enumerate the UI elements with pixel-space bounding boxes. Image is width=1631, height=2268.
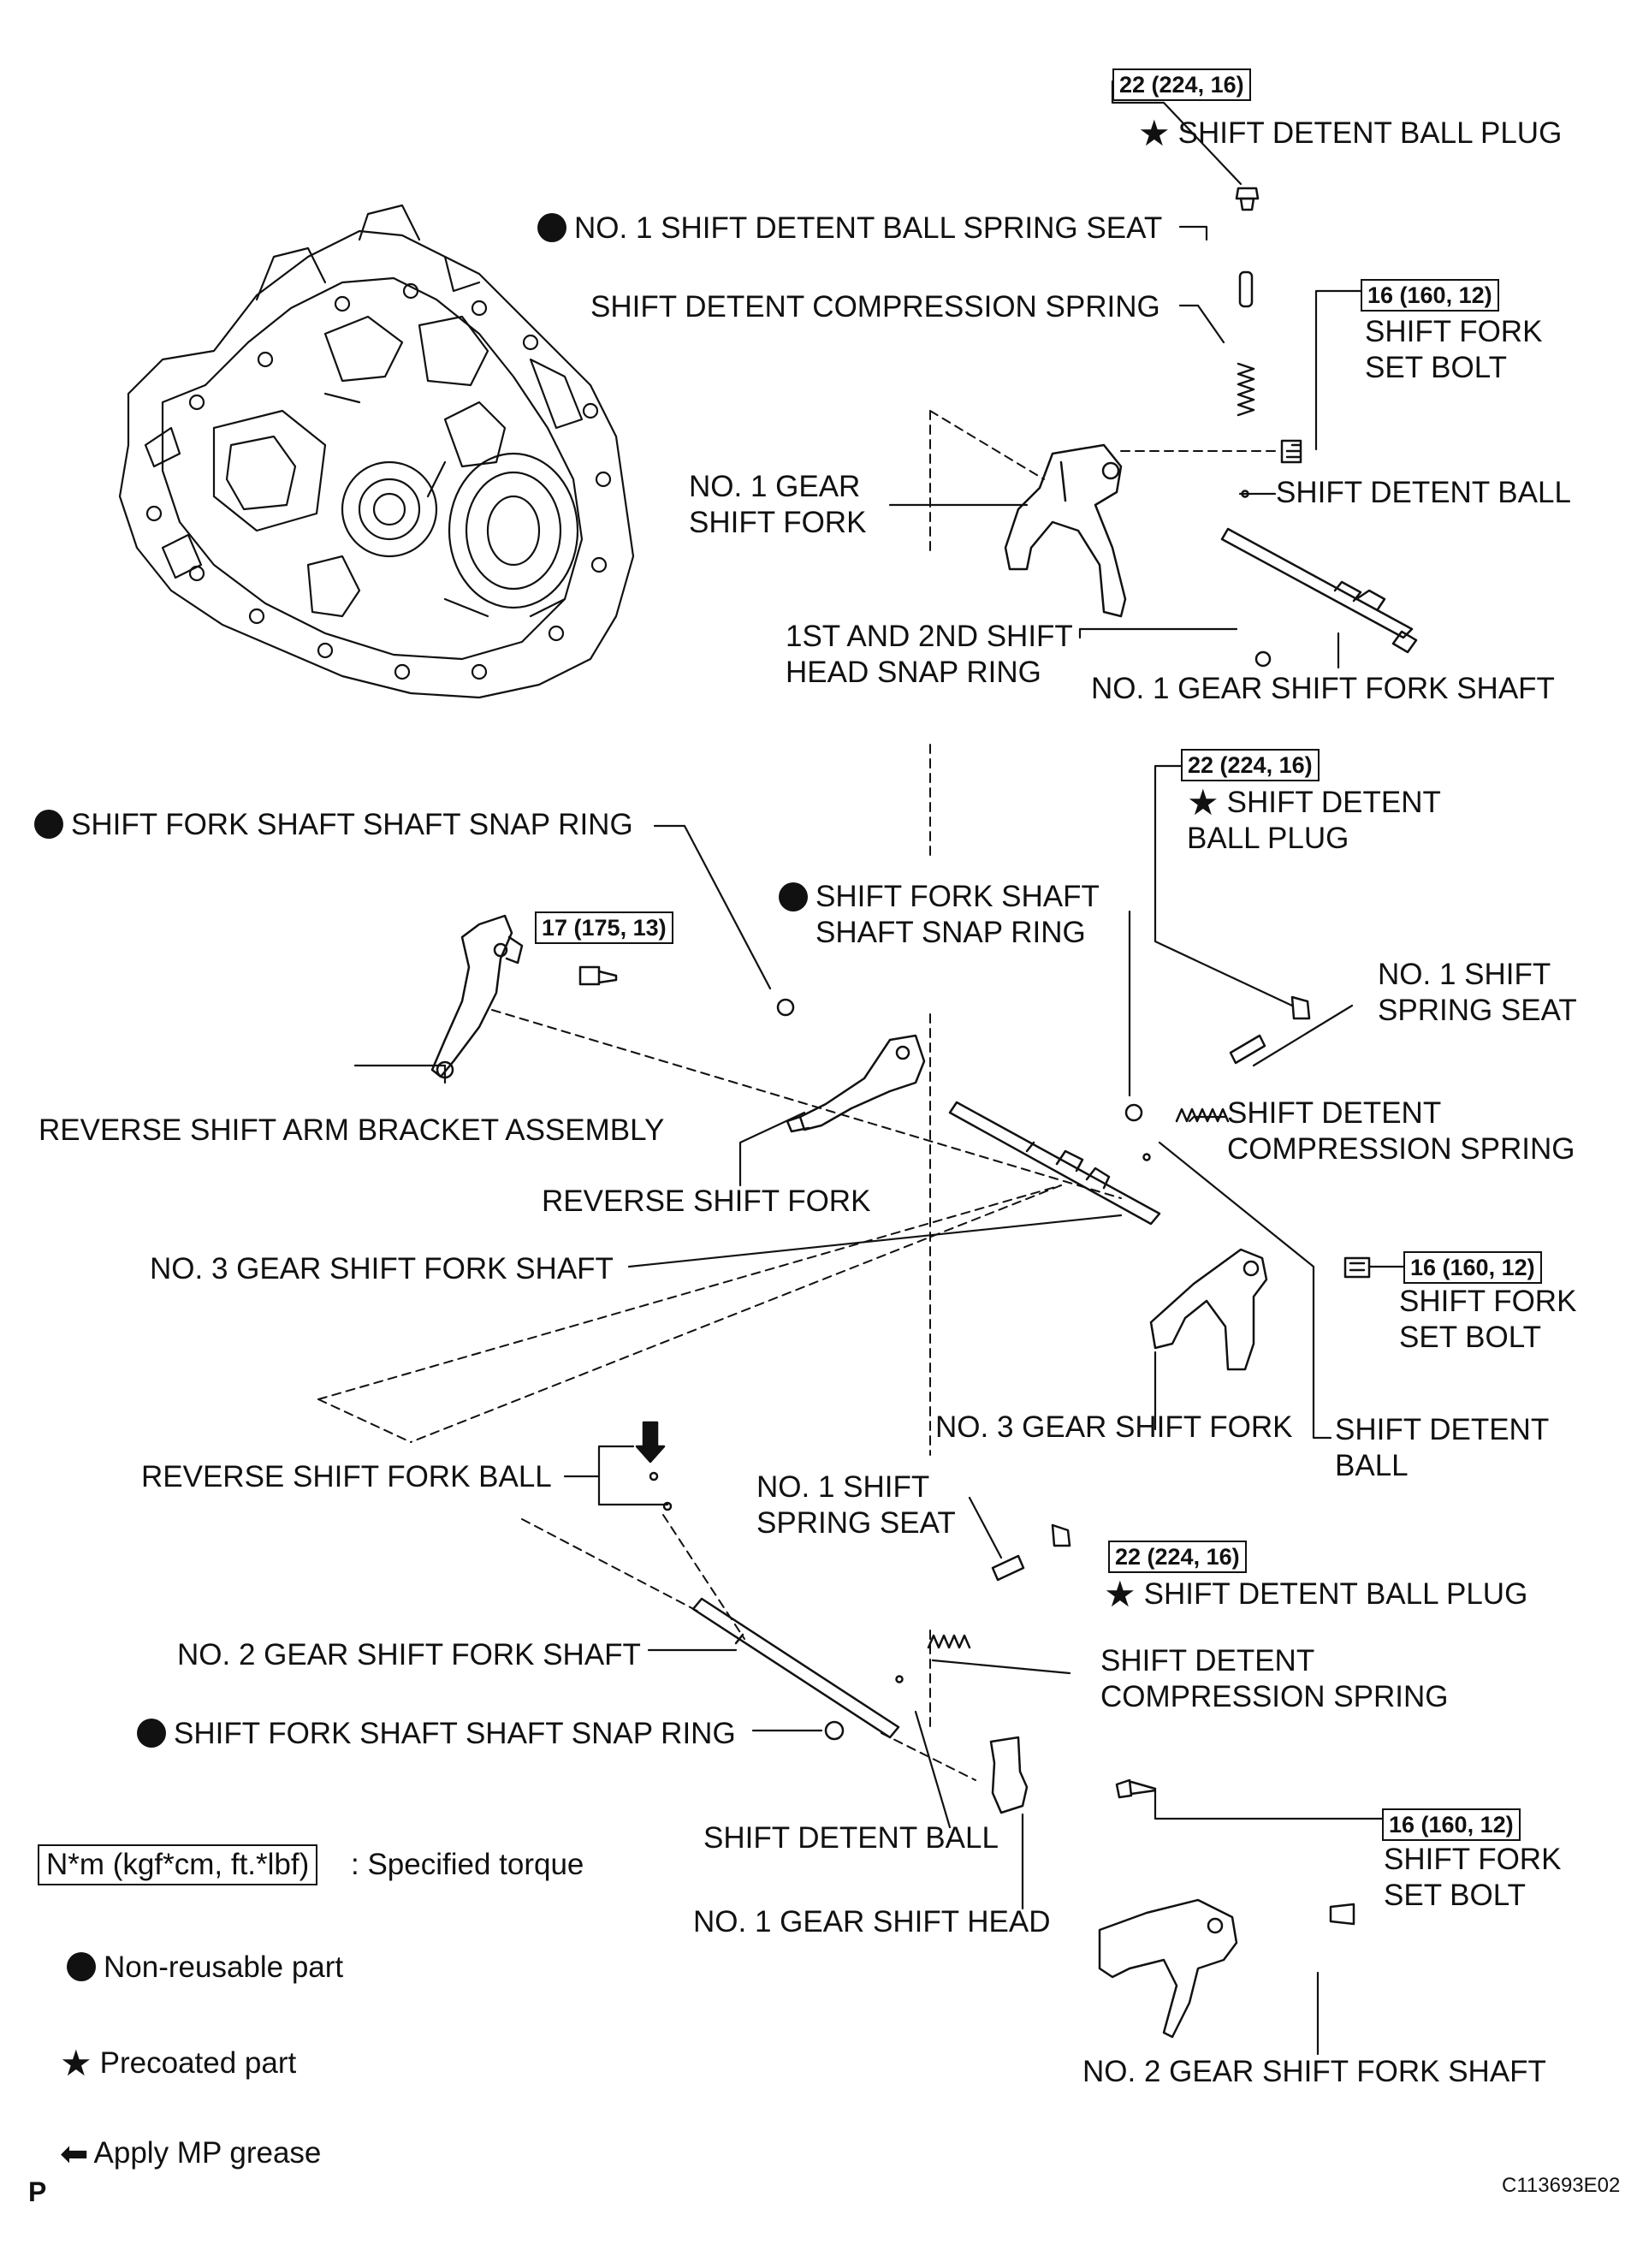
non-reusable-dot-icon bbox=[537, 213, 566, 242]
label-ball-plug-low-text: SHIFT DETENT BALL PLUG bbox=[1143, 1577, 1528, 1611]
label-ball-plug-top-text: SHIFT DETENT BALL PLUG bbox=[1177, 116, 1563, 150]
label-gear-shift-head-1: NO. 1 GEAR SHIFT HEAD bbox=[693, 1905, 1051, 1938]
transaxle-case-illustration bbox=[118, 204, 635, 699]
legend-torque-text: : Specified torque bbox=[351, 1848, 584, 1881]
label-snap-ring-mid: SHIFT FORK SHAFT SHAFT SNAP RING bbox=[779, 879, 1100, 951]
label-spring-seat-top: NO. 1 SHIFT DETENT BALL SPRING SEAT bbox=[537, 211, 1162, 246]
label-spring-seat-mid: NO. 1 SHIFT SPRING SEAT bbox=[1378, 958, 1577, 1027]
label-spring-seat-low: NO. 1 SHIFT SPRING SEAT bbox=[756, 1470, 956, 1540]
legend-precoated: ★Precoated part bbox=[60, 2045, 296, 2081]
precoated-star-icon: ★ bbox=[60, 2043, 92, 2083]
label-set-bolt-low: SHIFT FORK SET BOLT bbox=[1384, 1843, 1562, 1912]
non-reusable-dot-icon bbox=[67, 1952, 96, 1981]
label-set-bolt-top: SHIFT FORK SET BOLT bbox=[1365, 315, 1543, 384]
label-snap-ring-left-text: SHIFT FORK SHAFT SHAFT SNAP RING bbox=[71, 808, 633, 841]
torque-spec-ball-plug-low: 22 (224, 16) bbox=[1108, 1541, 1247, 1573]
label-ball-plug-low: ★SHIFT DETENT BALL PLUG bbox=[1104, 1576, 1527, 1612]
label-fork-shaft-2: NO. 2 GEAR SHIFT FORK SHAFT bbox=[177, 1638, 641, 1671]
label-spring-seat-top-text: NO. 1 SHIFT DETENT BALL SPRING SEAT bbox=[574, 211, 1163, 245]
torque-spec-set-bolt-top: 16 (160, 12) bbox=[1361, 279, 1499, 312]
parts-top bbox=[1004, 187, 1418, 668]
legend-grease-text: Apply MP grease bbox=[93, 2136, 322, 2170]
label-fork-shaft-3: NO. 3 GEAR SHIFT FORK SHAFT bbox=[150, 1252, 614, 1285]
label-gear-shift-fork-3: NO. 3 GEAR SHIFT FORK bbox=[935, 1410, 1293, 1444]
grease-arrow-icon: ⬅ bbox=[60, 2135, 89, 2173]
legend-non-reusable: Non-reusable part bbox=[67, 1950, 343, 1986]
label-snap-ring-low-text: SHIFT FORK SHAFT SHAFT SNAP RING bbox=[174, 1717, 736, 1750]
label-reverse-arm-bracket: REVERSE SHIFT ARM BRACKET ASSEMBLY bbox=[39, 1113, 665, 1147]
parts-middle bbox=[430, 914, 1371, 1371]
label-gear-shift-fork-1: NO. 1 GEAR SHIFT FORK bbox=[689, 470, 867, 539]
label-set-bolt-mid: SHIFT FORK SET BOLT bbox=[1399, 1285, 1577, 1354]
label-reverse-shift-fork: REVERSE SHIFT FORK bbox=[542, 1184, 871, 1218]
footer-code: P bbox=[28, 2176, 47, 2207]
torque-spec-ball-plug-top: 22 (224, 16) bbox=[1112, 68, 1251, 101]
label-fork-shaft-2-bottom: NO. 2 GEAR SHIFT FORK SHAFT bbox=[1082, 2055, 1546, 2088]
label-head-snap-ring: 1ST AND 2ND SHIFT HEAD SNAP RING bbox=[786, 620, 1073, 689]
legend-grease: ⬅Apply MP grease bbox=[60, 2135, 321, 2171]
label-ball-plug-mid-text: SHIFT DETENT BALL PLUG bbox=[1187, 786, 1441, 855]
precoated-star-icon: ★ bbox=[1104, 1574, 1136, 1614]
parts-bottom bbox=[635, 1421, 1355, 2039]
label-detent-ball-mid: SHIFT DETENT BALL bbox=[1335, 1413, 1550, 1482]
label-detent-ball-top: SHIFT DETENT BALL bbox=[1276, 476, 1571, 509]
precoated-star-icon: ★ bbox=[1138, 113, 1171, 153]
legend-non-reusable-text: Non-reusable part bbox=[104, 1950, 344, 1984]
legend-torque-box: N*m (kgf*cm, ft.*lbf) bbox=[38, 1844, 318, 1885]
torque-spec-set-bolt-mid: 16 (160, 12) bbox=[1403, 1251, 1542, 1284]
label-compression-spring-low: SHIFT DETENT COMPRESSION SPRING bbox=[1100, 1644, 1449, 1713]
label-detent-ball-low: SHIFT DETENT BALL bbox=[703, 1821, 999, 1855]
label-compression-spring-top: SHIFT DETENT COMPRESSION SPRING bbox=[590, 290, 1160, 324]
non-reusable-dot-icon bbox=[34, 810, 63, 839]
label-reverse-fork-ball: REVERSE SHIFT FORK BALL bbox=[141, 1460, 552, 1493]
label-ball-plug-top: ★SHIFT DETENT BALL PLUG bbox=[1138, 116, 1562, 151]
torque-spec-set-bolt-low: 16 (160, 12) bbox=[1382, 1808, 1521, 1841]
legend-precoated-text: Precoated part bbox=[99, 2046, 297, 2080]
torque-spec-bracket: 17 (175, 13) bbox=[535, 911, 673, 944]
torque-spec-ball-plug-mid: 22 (224, 16) bbox=[1181, 749, 1320, 781]
non-reusable-dot-icon bbox=[137, 1719, 166, 1748]
label-ball-plug-mid: ★SHIFT DETENT BALL PLUG bbox=[1187, 785, 1441, 857]
label-snap-ring-left: SHIFT FORK SHAFT SHAFT SNAP RING bbox=[34, 807, 633, 843]
non-reusable-dot-icon bbox=[779, 882, 808, 911]
figure-id: C113693E02 bbox=[1502, 2174, 1621, 2197]
label-fork-shaft-1: NO. 1 GEAR SHIFT FORK SHAFT bbox=[1091, 672, 1555, 705]
label-compression-spring-mid: SHIFT DETENT COMPRESSION SPRING bbox=[1227, 1096, 1575, 1166]
label-snap-ring-mid-text: SHIFT FORK SHAFT SHAFT SNAP RING bbox=[816, 880, 1100, 949]
label-snap-ring-low: SHIFT FORK SHAFT SHAFT SNAP RING bbox=[137, 1716, 736, 1752]
precoated-star-icon: ★ bbox=[1187, 782, 1219, 822]
